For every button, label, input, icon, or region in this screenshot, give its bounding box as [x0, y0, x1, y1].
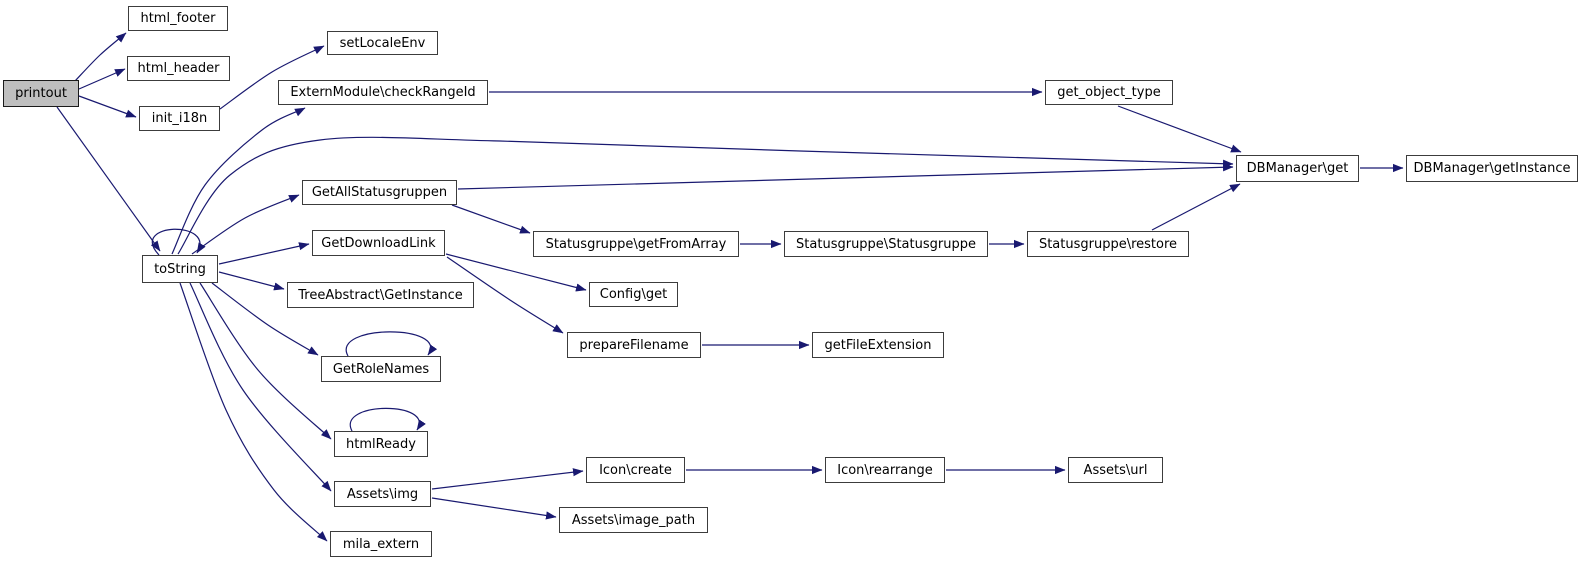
- edge-toString-getDownloadLink: [218, 242, 310, 265]
- edge-toString-assets_img: [189, 282, 332, 492]
- edge-printout-init_i18n: [78, 95, 137, 118]
- node-prepareFilename[interactable]: prepareFilename: [567, 332, 701, 358]
- node-html_header[interactable]: html_header: [127, 56, 230, 81]
- node-assets_image_path[interactable]: Assets\image_path: [559, 507, 708, 533]
- node-html_footer[interactable]: html_footer: [128, 6, 228, 31]
- edge-toString-dbm_get: [177, 136, 1234, 255]
- node-label: Statusgruppe\restore: [1038, 236, 1178, 252]
- node-label: ExternModule\checkRangeId: [290, 85, 476, 100]
- node-label: GetRoleNames: [332, 361, 430, 377]
- node-config_get[interactable]: Config\get: [589, 282, 678, 307]
- node-label: DBManager\getInstance: [1413, 161, 1571, 176]
- node-label: Assets\img: [346, 486, 419, 502]
- node-label: printout: [15, 86, 67, 101]
- node-toString[interactable]: toString: [142, 255, 218, 283]
- node-label: setLocaleEnv: [339, 35, 426, 51]
- node-icon_create[interactable]: Icon\create: [586, 457, 685, 483]
- node-assets_url[interactable]: Assets\url: [1068, 457, 1163, 483]
- node-printout[interactable]: printout: [3, 80, 79, 107]
- node-label: htmlReady: [346, 436, 416, 452]
- node-label: Assets\image_path: [571, 512, 696, 528]
- edge-group: [56, 32, 1404, 542]
- node-mila_extern[interactable]: mila_extern: [330, 531, 432, 557]
- node-label: Icon\rearrange: [837, 462, 933, 478]
- node-label: init_i18n: [151, 111, 208, 126]
- edge-getAllStatusgruppen-sg_getFromArray: [451, 204, 531, 234]
- edge-getAllStatusgruppen-dbm_get: [457, 163, 1234, 190]
- node-label: DBManager\get: [1246, 161, 1349, 176]
- node-dbm_getInstance[interactable]: DBManager\getInstance: [1406, 155, 1578, 182]
- node-init_i18n[interactable]: init_i18n: [139, 106, 220, 131]
- edge-init_i18n-setLocaleEnv: [219, 45, 325, 110]
- node-label: html_header: [137, 61, 220, 76]
- node-label: get_object_type: [1057, 85, 1161, 100]
- edge-toString-getAllStatusgruppen: [191, 194, 300, 255]
- node-label: Statusgruppe\getFromArray: [545, 236, 727, 252]
- edge-get_object_type-dbm_get: [1117, 105, 1242, 153]
- node-label: toString: [154, 261, 206, 277]
- node-icon_rearrange[interactable]: Icon\rearrange: [825, 457, 945, 483]
- edge-toString-toString: [151, 228, 206, 256]
- edge-toString-getRoleNames: [211, 282, 319, 356]
- edge-printout-toString: [56, 106, 161, 252]
- edge-assets_img-icon_create: [431, 468, 584, 490]
- node-htmlReady[interactable]: htmlReady: [334, 431, 428, 457]
- node-label: getFileExtension: [824, 337, 932, 353]
- edge-toString-htmlReady: [199, 282, 332, 440]
- node-label: GetDownloadLink: [321, 235, 436, 251]
- node-sg_statusgruppe[interactable]: Statusgruppe\Statusgruppe: [784, 231, 988, 257]
- node-label: Assets\url: [1083, 462, 1148, 478]
- node-label: html_footer: [140, 11, 216, 26]
- node-dbm_get[interactable]: DBManager\get: [1236, 155, 1359, 182]
- node-getFileExtension[interactable]: getFileExtension: [812, 332, 944, 358]
- edge-sg_restore-dbm_get: [1151, 183, 1241, 231]
- edge-htmlReady-htmlReady: [349, 407, 426, 432]
- node-checkRangeId[interactable]: ExternModule\checkRangeId: [278, 80, 488, 105]
- edge-printout-html_header: [78, 68, 126, 90]
- node-label: Statusgruppe\Statusgruppe: [796, 236, 976, 252]
- edge-toString-checkRangeId: [171, 107, 306, 255]
- edge-getDownloadLink-prepareFilename: [446, 256, 564, 334]
- edge-getRoleNames-getRoleNames: [345, 331, 438, 357]
- node-sg_restore[interactable]: Statusgruppe\restore: [1027, 231, 1189, 257]
- edge-assets_img-assets_image_path: [431, 497, 557, 520]
- node-label: Config\get: [599, 287, 668, 302]
- node-getAllStatusgruppen[interactable]: GetAllStatusgruppen: [302, 180, 457, 205]
- edge-toString-mila_extern: [179, 282, 328, 542]
- node-label: mila_extern: [342, 536, 420, 552]
- edge-getDownloadLink-config_get: [445, 253, 587, 292]
- node-sg_getFromArray[interactable]: Statusgruppe\getFromArray: [533, 231, 739, 257]
- node-getRoleNames[interactable]: GetRoleNames: [321, 356, 441, 382]
- edge-printout-html_footer: [74, 32, 127, 82]
- node-label: GetAllStatusgruppen: [311, 185, 448, 200]
- node-label: TreeAbstract\GetInstance: [298, 287, 463, 303]
- node-assets_img[interactable]: Assets\img: [334, 481, 431, 507]
- node-get_object_type[interactable]: get_object_type: [1045, 80, 1173, 105]
- node-treeAbstract[interactable]: TreeAbstract\GetInstance: [287, 282, 474, 308]
- edge-toString-treeAbstract: [218, 271, 285, 291]
- node-label: prepareFilename: [579, 337, 689, 353]
- node-label: Icon\create: [599, 462, 672, 478]
- node-setLocaleEnv[interactable]: setLocaleEnv: [327, 31, 438, 55]
- node-getDownloadLink[interactable]: GetDownloadLink: [312, 230, 445, 256]
